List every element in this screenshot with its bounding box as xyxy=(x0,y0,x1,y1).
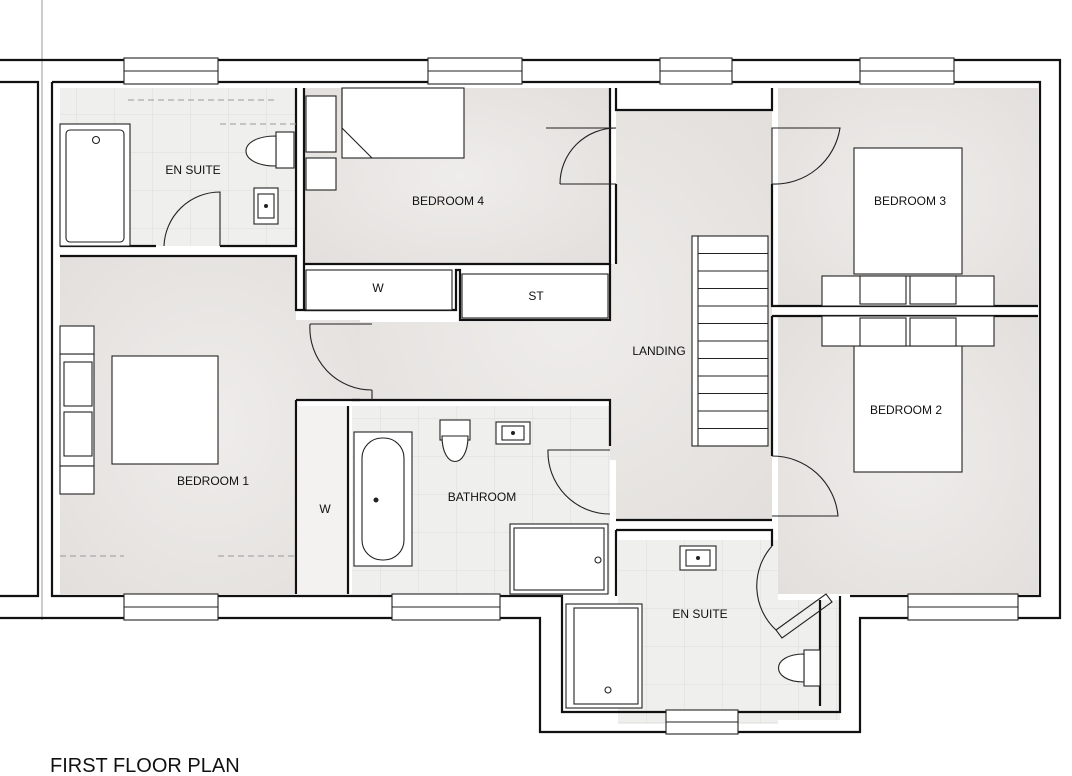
label-landing: LANDING xyxy=(632,344,685,358)
label-en-suite-2: EN SUITE xyxy=(672,607,727,621)
doors xyxy=(163,127,841,639)
label-bathroom: BATHROOM xyxy=(448,490,516,504)
label-en-suite-1: EN SUITE xyxy=(165,163,220,177)
fixtures xyxy=(59,87,995,709)
label-bedroom-3: BEDROOM 3 xyxy=(874,194,946,208)
label-bedroom-2: BEDROOM 2 xyxy=(870,403,942,417)
label-store: ST xyxy=(528,289,544,303)
label-bedroom-1: BEDROOM 1 xyxy=(177,474,249,488)
room-labels: EN SUITE BEDROOM 4 BEDROOM 3 W ST LANDIN… xyxy=(165,163,946,621)
label-bedroom-4: BEDROOM 4 xyxy=(412,194,484,208)
label-wardrobe-1: W xyxy=(372,281,384,295)
label-wardrobe-2: W xyxy=(319,502,331,516)
windows xyxy=(123,57,1019,735)
plan-title: FIRST FLOOR PLAN xyxy=(50,755,240,776)
